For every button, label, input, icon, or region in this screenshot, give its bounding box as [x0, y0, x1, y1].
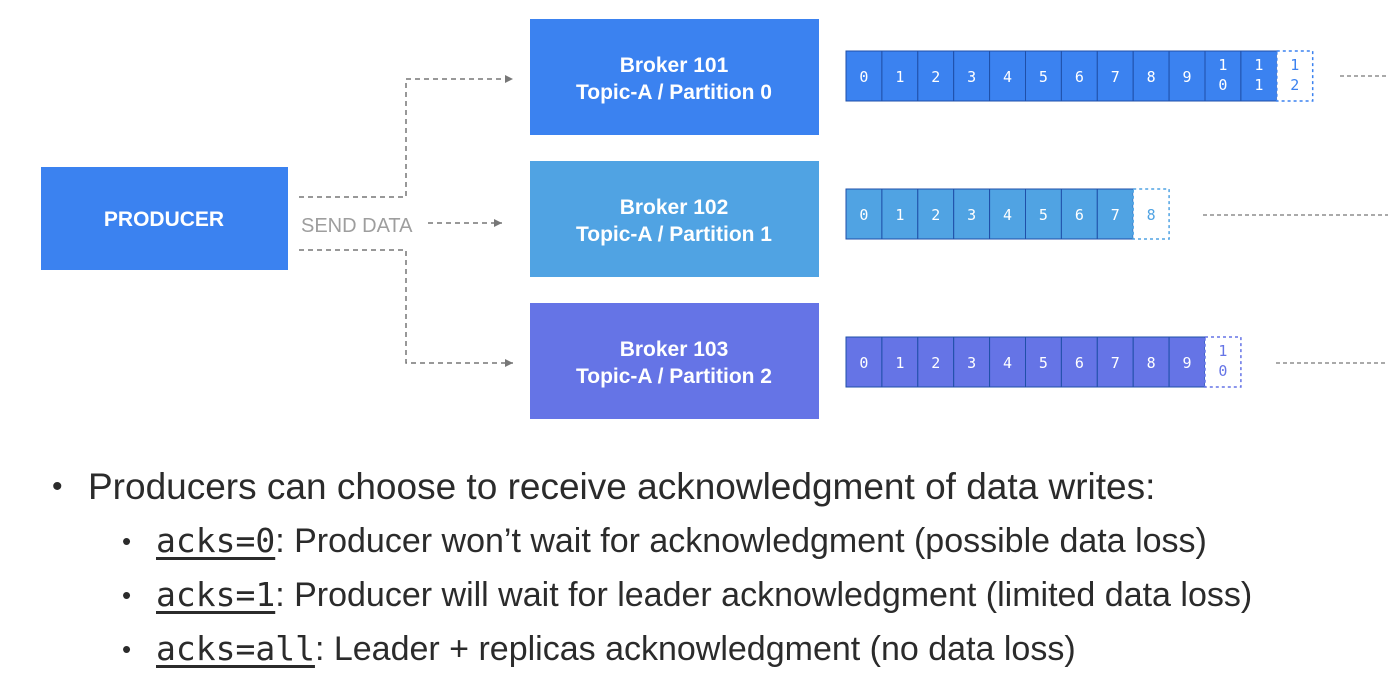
offset-cell	[1168, 50, 1206, 102]
offset-label: 2	[931, 354, 940, 372]
broker-name: Broker 101	[620, 54, 729, 77]
bullet-main-text: Producers can choose to receive acknowle…	[88, 466, 1156, 507]
offset-cell	[1025, 188, 1062, 240]
broker-103: Broker 103 Topic-A / Partition 2	[530, 303, 819, 419]
offset-cell	[881, 336, 919, 388]
bullet-acks-all: • acks=all: Leader + replicas acknowledg…	[122, 622, 1382, 676]
offset-label: 0	[859, 206, 868, 224]
broker-102: Broker 102 Topic-A / Partition 1	[530, 161, 819, 277]
offset-label: 0	[859, 354, 868, 372]
offset-label: 4	[1003, 68, 1012, 86]
offset-cell	[1132, 50, 1170, 102]
offset-label: 8	[1147, 354, 1156, 372]
bullet-acks-0: • acks=0: Producer won’t wait for acknow…	[122, 514, 1382, 568]
broker-partition: Topic-A / Partition 2	[576, 365, 772, 388]
offset-cell	[1132, 336, 1170, 388]
offset-cell	[1240, 50, 1278, 102]
bullet-dot: •	[122, 580, 132, 610]
offset-cell	[1060, 50, 1098, 102]
offset-label: 0	[1218, 362, 1227, 380]
broker-name: Broker 102	[620, 196, 729, 219]
offset-cell	[1060, 336, 1098, 388]
broker-box	[530, 19, 819, 135]
acks-code: acks=all	[156, 629, 315, 668]
offset-cell	[989, 188, 1026, 240]
offset-label: 5	[1039, 68, 1048, 86]
offset-cell	[881, 50, 919, 102]
acks-code: acks=1	[156, 575, 276, 614]
offset-cell	[1060, 188, 1098, 240]
offset-label: 4	[1003, 206, 1012, 224]
offset-label: 1	[1254, 76, 1263, 94]
offset-label: 1	[895, 206, 904, 224]
producer-label: PRODUCER	[104, 208, 224, 231]
offset-label: 1	[895, 68, 904, 86]
offset-label: 7	[1111, 206, 1120, 224]
offset-label: 8	[1147, 68, 1156, 86]
send-data-label: SEND DATA	[301, 215, 413, 237]
offset-label: 3	[967, 68, 976, 86]
offset-label: 1	[1218, 56, 1227, 74]
offset-label: 2	[931, 206, 940, 224]
offset-label: 2	[931, 68, 940, 86]
offset-label: 1	[895, 354, 904, 372]
broker-partition: Topic-A / Partition 0	[576, 81, 772, 104]
producer-box	[41, 167, 288, 270]
offset-label: 5	[1039, 206, 1048, 224]
offset-cell	[917, 188, 955, 240]
kafka-producer-diagram: PRODUCER SEND DATA Broker 101 Topic-A / …	[41, 19, 1388, 419]
acks-description: : Producer won’t wait for acknowledgment…	[275, 522, 1207, 560]
offset-label: 3	[967, 206, 976, 224]
connector-to-broker-101	[299, 75, 513, 198]
bullet-dot: •	[52, 470, 63, 503]
offset-cell	[917, 50, 955, 102]
offset-cell	[1096, 336, 1134, 388]
bullet-dot: •	[122, 526, 132, 556]
offset-label: 7	[1111, 68, 1120, 86]
offset-label: 4	[1003, 354, 1012, 372]
offset-label: 9	[1183, 354, 1192, 372]
broker-101: Broker 101 Topic-A / Partition 0	[530, 19, 819, 135]
offset-label: 1	[1254, 56, 1263, 74]
offset-label: 3	[967, 354, 976, 372]
broker-box	[530, 303, 819, 419]
offset-label: 7	[1111, 354, 1120, 372]
broker-name: Broker 103	[620, 338, 729, 361]
broker-box	[530, 161, 819, 277]
offset-label: 0	[1218, 76, 1227, 94]
offset-label: 1	[1218, 342, 1227, 360]
ack-bullet-list: • Producers can choose to receive acknow…	[52, 460, 1382, 676]
offset-cell	[917, 336, 955, 388]
bullet-acks-1: • acks=1: Producer will wait for leader …	[122, 568, 1382, 622]
offset-label: 1	[1290, 56, 1299, 74]
offset-label: 6	[1075, 206, 1084, 224]
offset-cell	[845, 50, 883, 102]
offset-label: 6	[1075, 354, 1084, 372]
offset-label: 8	[1147, 206, 1156, 224]
pending-offset-cell	[1204, 336, 1242, 388]
offset-cell	[1096, 50, 1134, 102]
bullet-main: • Producers can choose to receive acknow…	[52, 460, 1382, 514]
offset-label: 5	[1039, 354, 1048, 372]
offset-cell	[845, 336, 883, 388]
bullet-dot: •	[122, 634, 132, 664]
acks-description: : Producer will wait for leader acknowle…	[275, 576, 1253, 614]
offset-label: 2	[1290, 76, 1299, 94]
offset-cell	[881, 188, 919, 240]
broker-partition: Topic-A / Partition 1	[576, 223, 772, 246]
pending-offset-cell	[1276, 50, 1314, 102]
offset-label: 6	[1075, 68, 1084, 86]
offset-label: 9	[1183, 68, 1192, 86]
acks-description: : Leader + replicas acknowledgment (no d…	[314, 630, 1076, 668]
offset-cell	[953, 336, 991, 388]
pending-offset-cell	[1132, 188, 1170, 240]
offset-cell	[953, 188, 991, 240]
connector-to-broker-103	[299, 249, 513, 367]
partition-log-1: 0 1 2 3 4 5 6 7 8	[845, 188, 1170, 240]
acks-code: acks=0	[156, 521, 276, 560]
offset-label: 0	[859, 68, 868, 86]
